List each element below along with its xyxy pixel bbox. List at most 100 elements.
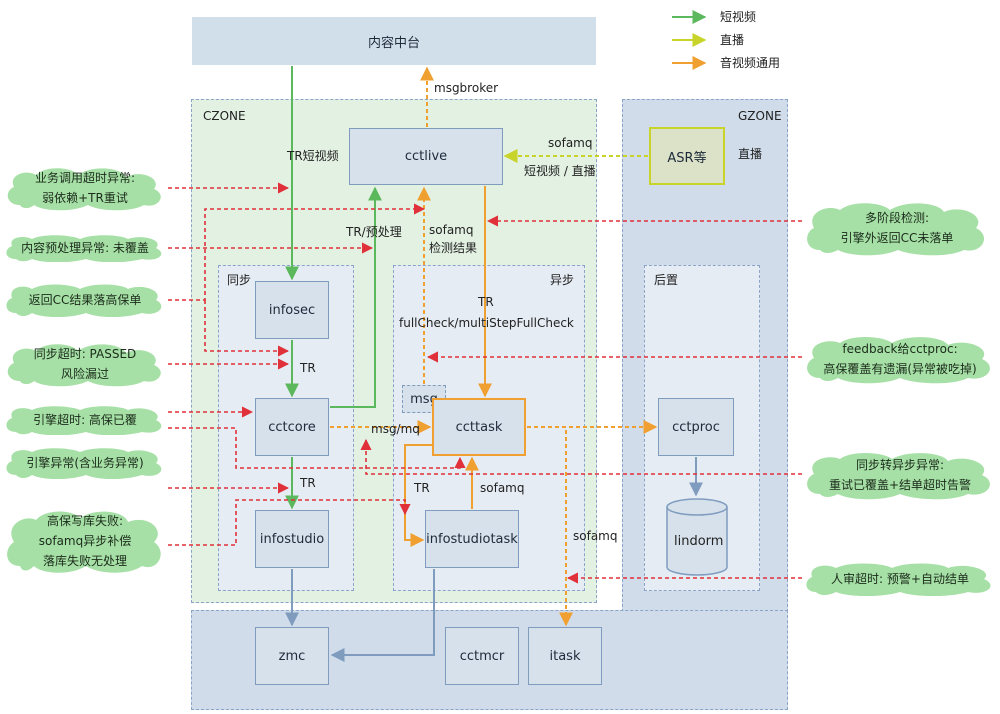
zmc-label: zmc [278, 648, 306, 664]
cloud-icon [807, 336, 990, 384]
edge-label-short-or-live: 短视频 / 直播 [524, 164, 596, 178]
content-platform-label: 内容中台 [367, 35, 420, 51]
post-zone-label: 后置 [654, 273, 679, 287]
infostudio-node: infostudio [255, 510, 329, 568]
async-zone-label: 异步 [550, 273, 575, 287]
infostudiotask-node: infostudiotask [425, 510, 519, 568]
ccttask-label: ccttask [455, 419, 503, 435]
alert-cc-result-arrow [168, 203, 426, 301]
cloud-icon [6, 284, 162, 317]
alert-cloud: 高保写库失败: sofamq异步补偿 落库失败无处理 [2, 508, 168, 574]
alert-cloud-line: 同步转异步异常: [855, 458, 945, 472]
alert-db-fail-arrow-2 [168, 499, 411, 546]
alert-cloud: 引擎超时: 高保已覆 [2, 405, 168, 435]
infosec-label: infosec [268, 302, 316, 318]
cloud-icon [7, 511, 161, 573]
alert-cloud: 同步超时: PASSED 风险漏过 [2, 341, 168, 387]
edge-label-tr-short-video: TR短视频 [287, 149, 339, 163]
cloud-icon [6, 448, 162, 479]
cloud-icon [6, 406, 162, 435]
ccttask-node: ccttask [432, 398, 526, 456]
alert-cloud-line: sofamq异步补偿 [38, 534, 132, 548]
itask-label: itask [549, 648, 581, 664]
live-label: 直播 [738, 147, 763, 161]
infosec-node: infosec [255, 281, 329, 339]
alert-cloud-line: 高保写库失败: [46, 514, 124, 528]
edge-label-msg-mq: msg/mq [371, 422, 420, 436]
alert-cloud-line: 引擎异常(含业务异常) [26, 456, 144, 470]
lindorm-node: lindorm [665, 497, 729, 577]
legend-common-label: 音视频通用 [720, 56, 781, 70]
cctlive-node: cctlive [349, 128, 503, 185]
edge-label-tr-task-studiotask: TR [414, 481, 430, 495]
alert-cc-result-arrow-2 [204, 300, 290, 357]
alert-cloud-line: 重试已覆盖+结单超时告警 [828, 478, 972, 492]
msg-label: msg [410, 391, 438, 407]
alert-cloud-line: feedback给cctproc: [842, 342, 958, 356]
edge-label-detect-result: 检测结果 [429, 241, 478, 255]
edge-label-sofamq-detect: sofamq [429, 223, 474, 237]
alert-cloud: 业务调用超时异常: 弱依赖+TR重试 [2, 165, 168, 211]
cctcore-label: cctcore [268, 419, 316, 435]
edge-label-tr-preprocess: TR/预处理 [346, 225, 402, 239]
edge-label-tr-infosec-core: TR [300, 361, 316, 375]
edge-label-fullcheck: fullCheck/multiStepFullCheck [399, 316, 574, 330]
alert-cloud-line: 风险漏过 [60, 367, 109, 381]
alert-cloud: 同步转异步异常: 重试已覆盖+结单超时告警 [802, 450, 998, 500]
cloud-icon [6, 235, 162, 262]
edge-infostudiotask-zmc [330, 569, 435, 662]
alert-cloud-line: 弱依赖+TR重试 [42, 191, 128, 205]
alert-cloud-line: 返回CC结果落高保单 [28, 293, 142, 307]
czone-label: CZONE [203, 109, 246, 123]
alert-sync-async-arrow [360, 438, 802, 475]
cctproc-node: cctproc [658, 398, 734, 456]
edge-label-msgbroker: msgbroker [434, 81, 499, 95]
edge-cctcore-cctlive [330, 186, 382, 408]
alert-cloud-line: 引擎外返回CC未落单 [840, 231, 954, 245]
content-platform-node: 内容中台 [192, 17, 596, 65]
alert-cloud: 返回CC结果落高保单 [2, 283, 168, 317]
zmc-node: zmc [255, 627, 329, 685]
sync-zone-label: 同步 [227, 273, 252, 287]
cloud-icon [807, 452, 990, 500]
edge-label-sofamq-itask: sofamq [573, 529, 618, 543]
cctmcr-node: cctmcr [445, 627, 519, 685]
alert-cloud: 人审超时: 预警+自动结单 [802, 562, 998, 596]
edge-ccttask-itask [527, 426, 573, 627]
alert-engine-error-arrow [168, 427, 466, 469]
edge-label-tr-core-studio: TR [300, 476, 316, 490]
infostudiotask-label: infostudiotask [426, 531, 518, 547]
cctcore-node: cctcore [255, 398, 329, 456]
alert-cloud-line: 多阶段检测: [864, 211, 930, 225]
edge-label-sofamq-top: sofamq [548, 136, 593, 150]
edge-ccttask-infostudiotask [404, 444, 432, 547]
alert-cloud-line: 引擎超时: 高保已覆 [33, 413, 137, 427]
alert-cloud: 引擎异常(含业务异常) [2, 447, 168, 479]
legend-live-label: 直播 [720, 33, 745, 47]
asr-node: ASR等 [649, 127, 725, 185]
alert-cloud-line: 人审超时: 预警+自动结单 [831, 572, 969, 586]
alert-cloud-line: 落库失败无处理 [42, 554, 127, 568]
alert-cloud-line: 业务调用超时异常: [34, 171, 136, 185]
cctmcr-label: cctmcr [459, 648, 505, 664]
itask-node: itask [528, 627, 602, 685]
alert-cloud-line: 同步超时: PASSED [33, 347, 137, 361]
legend-short-video-label: 短视频 [720, 10, 757, 24]
database-icon [666, 498, 728, 576]
asr-label: ASR等 [667, 150, 707, 166]
gzone-label: GZONE [738, 109, 782, 123]
cloud-icon [806, 563, 991, 596]
cctproc-label: cctproc [672, 419, 720, 435]
alert-cloud: 内容预处理异常: 未覆盖 [2, 234, 168, 262]
lindorm-label: lindorm [674, 534, 724, 549]
alert-cloud-line: 高保覆盖有遗漏(异常被吃掉) [823, 362, 977, 376]
edge-label-tr-fullcheck: TR [478, 295, 494, 309]
cctlive-label: cctlive [404, 149, 448, 164]
alert-cloud-line: 内容预处理异常: 未覆盖 [21, 241, 149, 255]
infostudio-label: infostudio [259, 531, 325, 547]
cloud-icon [7, 344, 161, 387]
edge-label-sofamq-studiotask: sofamq [480, 481, 525, 495]
cloud-icon [807, 203, 985, 256]
alert-cloud: 多阶段检测: 引擎外返回CC未落单 [802, 200, 992, 256]
